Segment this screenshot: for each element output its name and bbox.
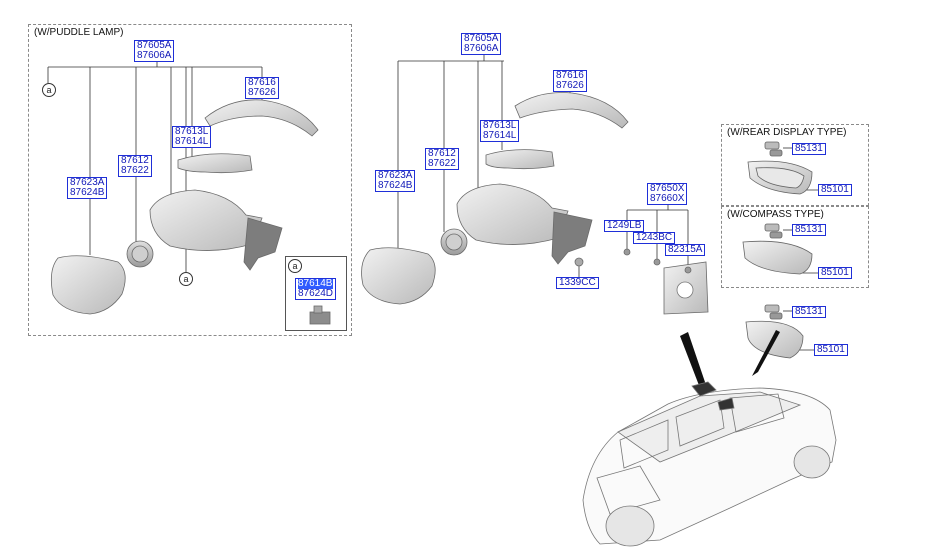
part-label-compass-cover[interactable]: 85131: [792, 224, 826, 236]
part-label-plug[interactable]: 1339CC: [556, 277, 599, 289]
part-label-rear-display-cover[interactable]: 85131: [792, 143, 826, 155]
part-label-compass-mirror[interactable]: 85101: [818, 267, 852, 279]
part-label-standard-mirror[interactable]: 85101: [814, 344, 848, 356]
callout-a-mid: a: [179, 272, 193, 286]
compass-section: [721, 206, 869, 288]
part-label-rear-display-mirror[interactable]: 85101: [818, 184, 852, 196]
rear-display-title: (W/REAR DISPLAY TYPE): [727, 127, 847, 138]
rear-display-section: [721, 124, 869, 206]
part-label-screw[interactable]: 1249LB: [604, 220, 645, 232]
compass-title: (W/COMPASS TYPE): [727, 209, 824, 220]
part-label-bolt[interactable]: 1243BC: [633, 232, 676, 244]
puddle-lamp-title: (W/PUDDLE LAMP): [34, 27, 124, 38]
detail-a-box: [285, 256, 347, 331]
callout-a-detail: a: [288, 259, 302, 273]
puddle-lamp-section: [28, 24, 352, 336]
part-label-standard-cover[interactable]: 85131: [792, 306, 826, 318]
callout-a-left: a: [42, 83, 56, 97]
part-label-nut[interactable]: 82315A: [665, 244, 706, 256]
